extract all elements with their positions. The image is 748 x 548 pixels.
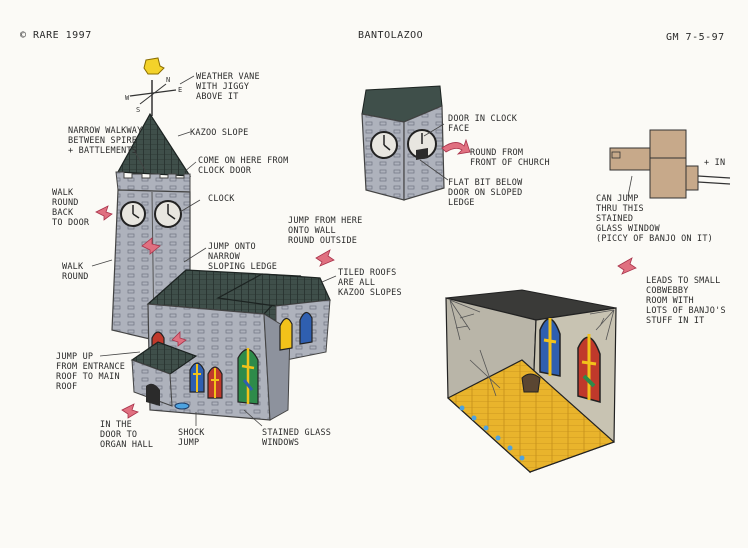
stained-glass-windows xyxy=(151,311,313,405)
interior-room-illustration xyxy=(445,289,617,474)
note-clock: Clock xyxy=(208,194,235,204)
note-jump-onto-ledge: Jump onto narrow sloping ledge xyxy=(208,242,278,272)
note-in-the-door: In the door to organ hall xyxy=(100,420,154,450)
note-jump-up-entrance: Jump up from entrance roof to main roof xyxy=(56,352,126,392)
note-kazoo-slope: Kazoo slope xyxy=(190,128,249,138)
note-come-on-here: Come on here from clock door xyxy=(198,156,289,176)
svg-text:W: W xyxy=(125,94,130,102)
note-weathervane: Weather vane with Jiggy above it xyxy=(196,72,260,102)
church-illustration: W E N S xyxy=(111,57,331,421)
author-date: GM 7-5-97 xyxy=(666,32,725,43)
note-tiled-roofs: Tiled roofs are all kazoo slopes xyxy=(338,268,402,298)
leader-lines xyxy=(91,75,633,427)
note-can-jump-thru: Can jump thru this stained glass window … xyxy=(596,194,713,244)
note-flat-bit-below: Flat bit below door on sloped ledge xyxy=(448,178,523,208)
note-narrow-walkway: Narrow walkway between spire + battlemen… xyxy=(68,126,143,156)
floor-plan-sketch xyxy=(609,129,731,199)
note-round-from-front: Round from front of church xyxy=(470,148,550,168)
jiggy-icon xyxy=(143,57,165,75)
page-title: Bantolazoo xyxy=(358,30,424,41)
shock-jump-pad xyxy=(174,402,190,410)
note-walk-round: Walk round xyxy=(62,262,89,282)
web-icon xyxy=(449,299,615,397)
svg-text:S: S xyxy=(136,106,140,114)
note-stained-glass: Stained glass windows xyxy=(262,428,332,448)
note-walk-round-back: Walk round back to door xyxy=(52,188,90,228)
copyright-text: © Rare 1997 xyxy=(20,30,92,41)
svg-text:N: N xyxy=(166,76,170,84)
floor-lights xyxy=(459,405,525,461)
arrow-icon xyxy=(95,138,637,419)
note-door-in-clock: Door in clock face xyxy=(448,114,518,134)
note-shock-jump: Shock jump xyxy=(178,428,205,448)
transept-roof xyxy=(216,273,331,307)
battlements xyxy=(115,171,191,193)
note-leads-to-room: Leads to small cobwebby room with lots o… xyxy=(646,276,726,326)
note-plan-in: + IN xyxy=(704,158,726,168)
note-jump-from-here: Jump from here onto wall round outside xyxy=(288,216,363,246)
svg-text:E: E xyxy=(178,86,182,94)
weathervane: W E N S xyxy=(125,76,182,116)
clock-detail-illustration xyxy=(361,85,445,201)
clock-icon xyxy=(120,200,182,228)
